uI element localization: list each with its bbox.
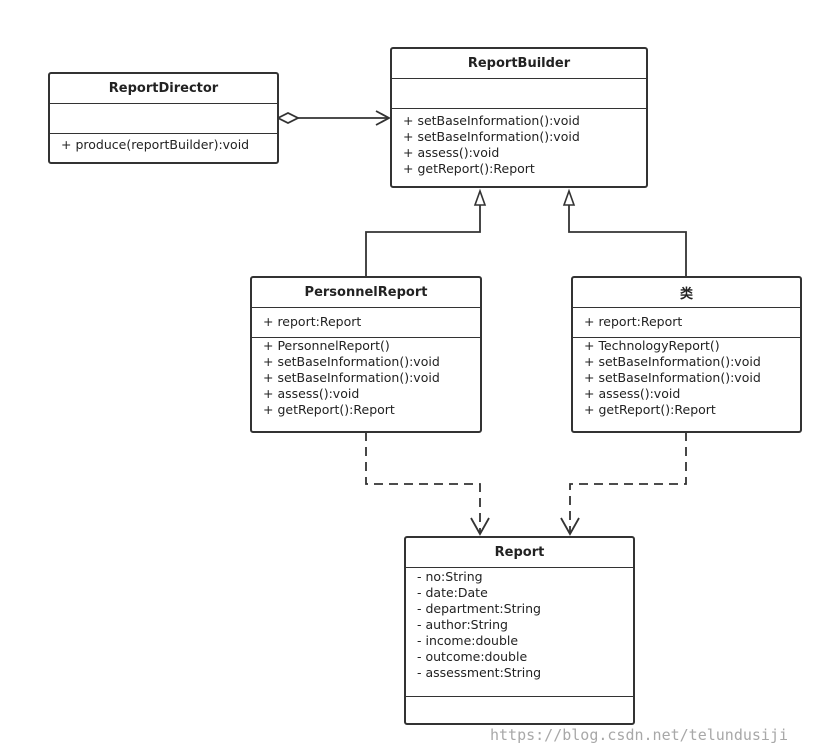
attributes-section: - no:String- date:Date- department:Strin…: [406, 568, 633, 697]
member-line: - author:String: [417, 617, 508, 632]
member-line: + PersonnelReport(): [263, 338, 390, 353]
operations-section: + PersonnelReport()+ setBaseInformation(…: [252, 338, 480, 418]
attributes-section: [50, 104, 277, 134]
class-name: 类: [573, 278, 800, 308]
watermark: https://blog.csdn.net/telundusiji: [490, 726, 789, 744]
member-line: - date:Date: [417, 585, 488, 600]
member-line: + assess():void: [584, 386, 681, 401]
generalization-triangle: [562, 188, 576, 206]
member-line: + assess():void: [403, 145, 500, 160]
attributes-section: + report:Report: [573, 308, 800, 338]
member-line: + TechnologyReport(): [584, 338, 720, 353]
member-line: - outcome:double: [417, 649, 528, 664]
class-name: PersonnelReport: [252, 278, 480, 308]
generalization-connector-technology[interactable]: [562, 188, 687, 276]
operations-section: + TechnologyReport()+ setBaseInformation…: [573, 338, 800, 418]
class-technology-report[interactable]: 类 + report:Report + TechnologyReport()+ …: [571, 276, 802, 433]
attributes-section: + report:Report: [252, 308, 480, 338]
member-line: - assessment:String: [417, 665, 542, 680]
dependency-arrowhead: [470, 517, 490, 536]
member-line: + assess():void: [263, 386, 360, 401]
class-name: ReportBuilder: [392, 49, 646, 79]
attributes-section: [392, 79, 646, 109]
member-line: - no:String: [417, 569, 483, 584]
member-line: + setBaseInformation():void: [403, 113, 580, 128]
class-report[interactable]: Report - no:String- date:Date- departmen…: [404, 536, 635, 725]
generalization-triangle: [473, 188, 487, 206]
member-line: + setBaseInformation():void: [263, 354, 440, 369]
member-line: + getReport():Report: [263, 402, 395, 417]
dependency-connector-technology[interactable]: [560, 432, 687, 536]
class-personnel-report[interactable]: PersonnelReport + report:Report + Person…: [250, 276, 482, 433]
member-line: + report:Report: [584, 314, 683, 329]
class-name: Report: [406, 538, 633, 568]
member-line: + setBaseInformation():void: [584, 370, 761, 385]
dependency-connector-personnel[interactable]: [365, 432, 490, 536]
member-line: + getReport():Report: [403, 161, 535, 176]
member-line: + setBaseInformation():void: [403, 129, 580, 144]
aggregation-connector[interactable]: [275, 110, 391, 126]
member-line: + report:Report: [263, 314, 362, 329]
dependency-arrowhead: [560, 517, 580, 536]
class-name: ReportDirector: [50, 74, 277, 104]
operations-section: [406, 697, 633, 700]
aggregation-arrowhead: [375, 110, 391, 126]
aggregation-diamond: [275, 111, 301, 125]
member-line: + setBaseInformation():void: [584, 354, 761, 369]
member-line: + setBaseInformation():void: [263, 370, 440, 385]
generalization-connector-personnel[interactable]: [365, 188, 487, 276]
operations-section: + setBaseInformation():void+ setBaseInfo…: [392, 109, 646, 177]
member-line: - income:double: [417, 633, 519, 648]
member-line: + produce(reportBuilder):void: [61, 137, 250, 152]
class-report-director[interactable]: ReportDirector + produce(reportBuilder):…: [48, 72, 279, 164]
operations-section: + produce(reportBuilder):void: [50, 134, 277, 153]
class-report-builder[interactable]: ReportBuilder + setBaseInformation():voi…: [390, 47, 648, 188]
member-line: + getReport():Report: [584, 402, 716, 417]
member-line: - department:String: [417, 601, 541, 616]
